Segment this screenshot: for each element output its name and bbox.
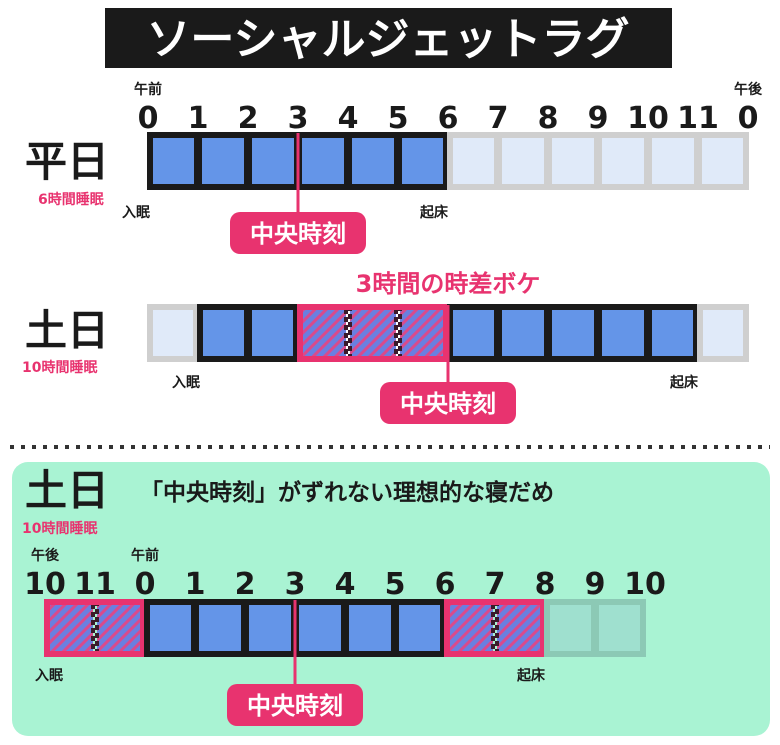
sleep-duration-label: 6時間睡眠 bbox=[38, 191, 104, 208]
sleep-hour-cell bbox=[195, 600, 245, 656]
sleep-onset-label: 入眠 bbox=[35, 668, 63, 684]
extra-hour-cell bbox=[95, 600, 145, 656]
hour-tick-label: 6 bbox=[435, 567, 456, 602]
awake-hour-cell bbox=[545, 600, 595, 656]
row-label: 土日 bbox=[25, 306, 109, 355]
extra-hour-cell bbox=[445, 600, 495, 656]
sleep-hour-cell bbox=[248, 133, 298, 189]
hour-tick-label: 1 bbox=[185, 567, 206, 602]
wake-label: 起床 bbox=[669, 374, 699, 391]
hour-tick-label: 8 bbox=[535, 567, 556, 602]
awake-hour-cell bbox=[498, 133, 548, 189]
midpoint-badge-label: 中央時刻 bbox=[250, 220, 346, 248]
sleep-block-outline bbox=[447, 304, 699, 362]
awake-hour-cell bbox=[698, 305, 748, 361]
wake-label: 起床 bbox=[419, 204, 449, 221]
hour-tick-label: 7 bbox=[488, 101, 509, 136]
midpoint-badge-label: 中央時刻 bbox=[400, 390, 496, 418]
awake-hour-cell bbox=[448, 133, 498, 189]
sleep-onset-label: 入眠 bbox=[172, 375, 200, 391]
extra-block-outline bbox=[444, 599, 546, 657]
extra-hour-cell bbox=[45, 600, 95, 656]
hour-tick-label: 3 bbox=[288, 101, 309, 136]
sleep-hour-cell bbox=[148, 133, 198, 189]
sleep-hour-cell bbox=[598, 305, 648, 361]
jetlag-annotation: 3時間の時差ボケ bbox=[356, 270, 541, 298]
midpoint-badge bbox=[230, 212, 366, 254]
extra-block-outline bbox=[44, 599, 146, 657]
hour-tick-label: 4 bbox=[335, 567, 356, 602]
sleep-hour-cell bbox=[295, 600, 345, 656]
period-label: 午前 bbox=[131, 547, 159, 564]
sleep-hour-cell bbox=[245, 600, 295, 656]
awake-block-outline bbox=[147, 304, 199, 362]
hour-tick-label: 8 bbox=[538, 101, 559, 136]
hour-tick-label: 4 bbox=[338, 101, 359, 136]
hour-tick-label: 11 bbox=[74, 567, 116, 602]
period-label: 午後 bbox=[734, 81, 763, 98]
extra-hour-cell bbox=[348, 305, 398, 361]
hour-tick-label: 11 bbox=[677, 101, 719, 136]
page-title: ソーシャルジェットラグ bbox=[146, 14, 629, 65]
sleep-hour-cell bbox=[448, 305, 498, 361]
hour-tick-label: 2 bbox=[238, 101, 259, 136]
awake-hour-cell bbox=[548, 133, 598, 189]
awake-hour-cell bbox=[598, 133, 648, 189]
awake-hour-cell bbox=[148, 305, 198, 361]
sleep-hour-cell bbox=[395, 600, 445, 656]
hour-tick-label: 0 bbox=[738, 101, 759, 136]
title-banner bbox=[105, 8, 672, 68]
hour-tick-label: 5 bbox=[385, 567, 406, 602]
awake-hour-cell bbox=[595, 600, 645, 656]
awake-hour-cell bbox=[698, 133, 748, 189]
period-label: 午後 bbox=[31, 547, 60, 564]
row-label: 平日 bbox=[25, 137, 109, 186]
hour-tick-label: 5 bbox=[388, 101, 409, 136]
sleep-block-outline bbox=[197, 304, 299, 362]
sleep-onset-label: 入眠 bbox=[122, 205, 150, 221]
sleep-hour-cell bbox=[145, 600, 195, 656]
sleep-duration-label: 10時間睡眠 bbox=[22, 359, 97, 376]
midpoint-badge bbox=[227, 684, 363, 726]
hour-tick-label: 0 bbox=[138, 101, 159, 136]
awake-block-outline bbox=[697, 304, 749, 362]
extra-hour-cell bbox=[298, 305, 348, 361]
extra-hour-cell bbox=[398, 305, 448, 361]
sleep-hour-cell bbox=[345, 600, 395, 656]
sleep-hour-cell bbox=[498, 305, 548, 361]
midpoint-badge bbox=[380, 382, 516, 424]
hour-tick-label: 7 bbox=[485, 567, 506, 602]
sleep-hour-cell bbox=[198, 133, 248, 189]
hour-tick-label: 3 bbox=[285, 567, 306, 602]
sleep-hour-cell bbox=[648, 305, 698, 361]
hour-tick-label: 10 bbox=[624, 567, 666, 602]
awake-block-outline bbox=[447, 132, 749, 190]
sleep-hour-cell bbox=[348, 133, 398, 189]
extra-block-outline bbox=[297, 304, 449, 362]
awake-hour-cell bbox=[648, 133, 698, 189]
row-label: 土日 bbox=[25, 466, 109, 515]
sleep-hour-cell bbox=[248, 305, 298, 361]
wake-label: 起床 bbox=[516, 667, 546, 684]
hour-tick-label: 0 bbox=[135, 567, 156, 602]
sleep-hour-cell bbox=[548, 305, 598, 361]
hour-tick-label: 2 bbox=[235, 567, 256, 602]
sleep-hour-cell bbox=[198, 305, 248, 361]
sleep-duration-label: 10時間睡眠 bbox=[22, 520, 97, 537]
hour-tick-label: 9 bbox=[585, 567, 606, 602]
midpoint-badge-label: 中央時刻 bbox=[247, 692, 343, 720]
extra-hour-cell bbox=[495, 600, 545, 656]
hour-tick-label: 6 bbox=[438, 101, 459, 136]
period-label: 午前 bbox=[134, 81, 162, 98]
sleep-hour-cell bbox=[398, 133, 448, 189]
ideal-heading: 「中央時刻」がずれない理想的な寝だめ bbox=[140, 479, 554, 506]
sleep-hour-cell bbox=[298, 133, 348, 189]
hour-tick-label: 10 bbox=[627, 101, 669, 136]
hour-tick-label: 10 bbox=[24, 567, 66, 602]
hour-tick-label: 1 bbox=[188, 101, 209, 136]
awake-block-outline bbox=[544, 599, 646, 657]
hour-tick-label: 9 bbox=[588, 101, 609, 136]
